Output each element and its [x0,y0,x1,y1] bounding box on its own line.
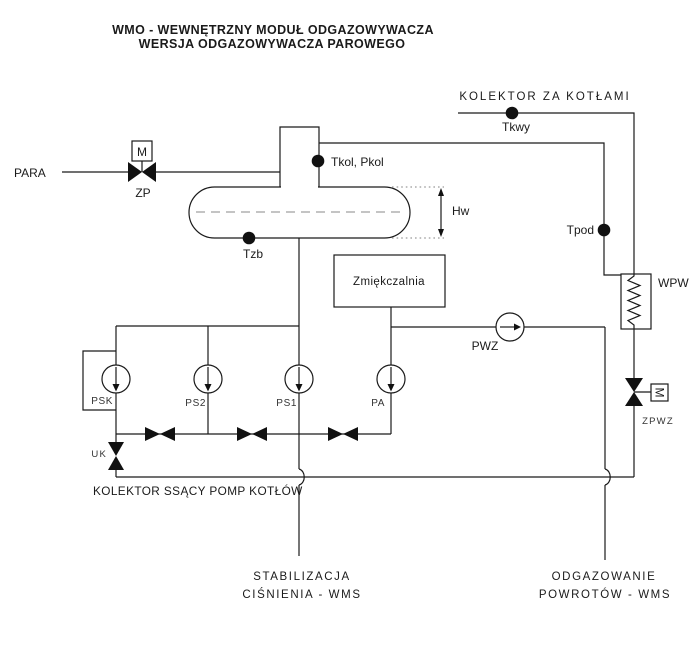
uk-valve-icon [108,442,124,470]
diagram-title: WMO - WEWNĘTRZNY MODUŁ ODGAZOWYWACZA WER… [112,23,434,51]
pump-pa-icon [376,364,406,394]
sensor-tkol-pkol-dot [311,154,325,168]
collector-label: KOLEKTOR SSĄCY POMP KOTŁÓW [93,484,303,498]
stabilization-label-line2: CIŚNIENIA - WMS [242,588,361,601]
pump-ps1-label: PS1 [276,398,297,409]
boiler-pumps: PSK PS2 PS1 PA [91,364,406,409]
pump-psk-label: PSK [91,396,113,407]
pump-pwz-label: PWZ [472,339,499,353]
manifold-valve-3-icon [328,427,358,441]
uk-valve-label: UK [91,449,107,460]
dome-join-mask [281,128,318,188]
hw-arrow-up-icon [438,188,444,196]
deaerator-tank: Tkol, Pkol Tzb [188,126,411,261]
sensor-tpod-dot [597,223,611,237]
return-degassing-stub: ODGAZOWANIE POWROTÓW - WMS [539,485,671,601]
softener-label: Zmiękczalnia [353,276,425,288]
tpod-pipe [319,142,621,276]
steam-line-label: PARA [14,166,46,180]
manifold-valve-2-icon [237,427,267,441]
pump-ps1-icon [284,364,314,394]
boiler-outlet-pipe [458,112,635,274]
sensor-tzb-label: Tzb [243,247,263,261]
title-line-2: WERSJA ODGAZOWYWACZA PAROWEGO [139,37,406,51]
pump-pwz-icon [495,312,525,342]
pressure-stabilization-stub: STABILIZACJA CIŚNIENIA - WMS [242,485,361,601]
boiler-outlet-header: KOLEKTOR ZA KOTŁAMI Tkwy [458,91,635,274]
hw-dimension: Hw [392,186,470,239]
boiler-outlet-header-label: KOLEKTOR ZA KOTŁAMI [459,91,630,103]
zp-motor-actuator-icon: M [131,140,153,162]
hw-dim-label: Hw [452,204,470,218]
boiler-pump-suction-collector: KOLEKTOR SSĄCY POMP KOTŁÓW [93,476,634,498]
hw-arrow-down-icon [438,229,444,237]
zp-valve-icon [128,161,156,182]
softener-unit: Zmiękczalnia [333,254,446,365]
degassing-label-line2: POWROTÓW - WMS [539,588,671,601]
zpwz-motor-actuator-icon: M [650,383,669,402]
wpw-box [620,273,652,330]
pump-psk-icon [101,364,131,394]
steam-supply-line: PARA M ZP [14,140,280,200]
pump-pa-label: PA [371,398,385,409]
discharge-manifold [116,427,391,441]
pipe-hop-right-icon [604,468,611,486]
uk-valve: UK [91,442,124,477]
zpwz-valve: M ZPWZ [625,329,674,477]
sensor-tkwy-label: Tkwy [502,120,530,134]
zp-valve-label: ZP [135,186,150,200]
manifold-valve-1-icon [145,427,175,441]
pump-ps2-icon [193,364,223,394]
pump-suction-header [115,325,299,365]
sensor-tpod-label: Tpod [567,223,594,237]
pipe-hop-left-icon [298,468,305,486]
sensor-tzb-dot [242,231,256,245]
pwz-line: PWZ [391,312,606,469]
psk-enclosure-box [82,350,116,411]
zpwz-motor-label: M [653,388,667,398]
feed-to-wpw-pipe: Tpod [319,142,621,276]
zpwz-valve-icon [625,378,651,406]
zpwz-valve-label: ZPWZ [642,416,674,427]
sensor-tkwy-dot [505,106,519,120]
stabilization-label-line1: STABILIZACJA [253,571,351,583]
title-line-1: WMO - WEWNĘTRZNY MODUŁ ODGAZOWYWACZA [112,23,434,37]
sensor-tkol-pkol-label: Tkol, Pkol [331,155,384,169]
wpw-label: WPW [658,276,689,290]
wpw-heat-exchanger: WPW [620,273,689,330]
softener-box [333,254,446,308]
wpw-coil-icon [626,274,642,329]
degassing-label-line1: ODGAZOWANIE [552,571,657,583]
pump-ps2-label: PS2 [185,398,206,409]
zp-motor-label: M [137,145,147,159]
